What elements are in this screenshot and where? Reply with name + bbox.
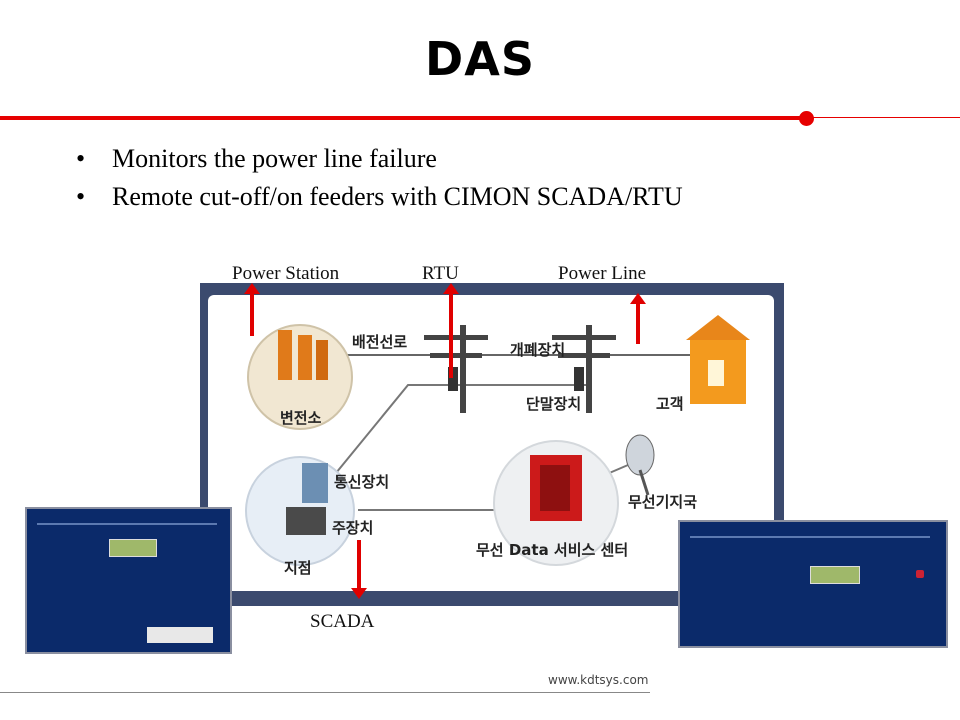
label-customer: 고객: [656, 395, 684, 413]
callout-scada: SCADA: [310, 611, 375, 632]
diagram-panel: 배전선로 개폐장치 단말장치 고객 변전소 통신장치 주장치 지점 무선기지국 …: [208, 295, 774, 591]
label-main-device: 주장치: [332, 519, 374, 537]
transformer-icon: [316, 340, 328, 380]
server-icon: [302, 463, 328, 503]
bullet-list: Monitors the power line failure Remote c…: [76, 140, 683, 216]
transformer-icon: [298, 335, 312, 380]
callout-power-line: Power Line: [558, 263, 647, 284]
label-base-station: 무선기지국: [628, 493, 698, 511]
scada-device-image: [678, 520, 948, 648]
label-distribution-line: 배전선로: [352, 333, 408, 351]
arrow-head-icon: [630, 293, 646, 304]
title-rule: [0, 116, 806, 120]
callout-power-station: Power Station: [232, 263, 340, 284]
title-rule-thin: [806, 117, 960, 118]
label-comm-device: 통신장치: [334, 473, 390, 491]
diagram-art: [245, 315, 750, 566]
arrow-scada: [357, 540, 361, 590]
arrow-head-icon: [351, 588, 367, 599]
label-switchgear: 개폐장치: [510, 341, 566, 359]
arrow-power-station: [250, 290, 254, 336]
label-branch: 지점: [284, 559, 312, 577]
label-terminal: 단말장치: [526, 395, 582, 413]
callout-rtu: RTU: [422, 263, 459, 284]
computer-icon: [286, 507, 326, 535]
title-rule-dot: [799, 111, 814, 126]
utility-pole-icon: [424, 325, 488, 413]
transformer-icon: [278, 330, 292, 380]
label-substation: 변전소: [280, 409, 322, 427]
das-diagram: 배전선로 개폐장치 단말장치 고객 변전소 통신장치 주장치 지점 무선기지국 …: [200, 283, 784, 606]
arrow-power-line: [636, 302, 640, 344]
antenna-icon: [625, 434, 655, 496]
footer-rule: [0, 692, 650, 693]
label-data-center: 무선 Data 서비스 센터: [476, 541, 629, 559]
rtu-device-image: [25, 507, 232, 654]
arrow-head-icon: [443, 283, 459, 294]
arrow-rtu: [449, 290, 453, 378]
arrow-head-icon: [244, 283, 260, 294]
footer-url: www.kdtsys.com: [548, 673, 649, 687]
customer-building-icon: [686, 315, 750, 404]
bullet-item: Remote cut-off/on feeders with CIMON SCA…: [76, 178, 683, 216]
bullet-item: Monitors the power line failure: [76, 140, 683, 178]
comm-link-1: [317, 384, 588, 496]
slide-title: DAS: [425, 32, 535, 86]
utility-pole-icon: [552, 325, 616, 413]
